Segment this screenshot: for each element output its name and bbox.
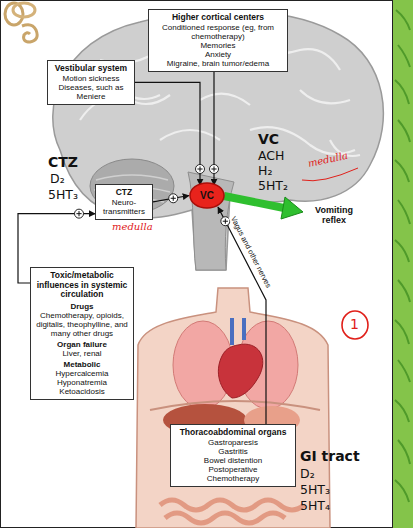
box-text: Gastritis: [175, 447, 291, 456]
box-text: Chemotherapy, opioids, digitalis, theoph…: [35, 311, 129, 338]
box-heading: Vestibular system: [52, 64, 130, 74]
box-heading: Thoracoabdominal organs: [175, 428, 291, 438]
receptor-label: 5HT₄: [300, 498, 330, 513]
center-circle: VC: [189, 182, 225, 209]
source-box: Thoracoabdominal organsGastroparesisGast…: [170, 424, 296, 487]
receptor-label: H₂: [258, 163, 272, 178]
canal: [13, 3, 35, 17]
plus-circle: [210, 165, 219, 174]
handwritten-note: medulla: [112, 221, 153, 232]
arrow-head: [281, 197, 303, 219]
plus-sign: [197, 166, 202, 171]
box-text: Drugs: [35, 302, 129, 311]
box-text: Metabolic: [35, 360, 129, 369]
plus-circle: [75, 209, 84, 218]
receptor-label: D₂: [50, 171, 65, 186]
process-box: CTZNeuro-transmitters: [95, 184, 153, 220]
receptor-heading: VC: [258, 132, 279, 147]
box-text: Anxiety: [153, 50, 283, 59]
plus-sign: [223, 219, 228, 224]
plus-symbol: [169, 194, 178, 203]
vessels: [232, 318, 244, 345]
box-heading: Higher cortical centers: [153, 13, 283, 23]
source-box: Higher cortical centersConditioned respo…: [148, 9, 288, 72]
receptor-heading: GI tract: [300, 449, 360, 464]
box-text: Gastroparesis: [175, 438, 291, 447]
torso: [136, 288, 330, 528]
box-text: Hypercalcemia Hyponatremia Ketoacidosis: [35, 369, 129, 396]
arrow-shaft: [224, 196, 284, 208]
plus-symbol: [196, 165, 205, 174]
box-text: Conditioned response (eg, from chemother…: [153, 23, 283, 41]
plus-symbol: [75, 209, 84, 218]
circle-fill: [190, 183, 224, 208]
plus-symbol: [210, 165, 219, 174]
box-text: Motion sickness: [52, 74, 130, 83]
box-text: Bowel distention: [175, 456, 291, 465]
box-heading: VC: [200, 190, 214, 201]
inner-ear: [5, 3, 37, 42]
receptor-label: D₂: [300, 466, 315, 481]
box-text: Organ failure: [35, 340, 129, 349]
connector-arrow: [135, 82, 200, 185]
green-border: [393, 0, 413, 528]
box-text: Diseases, such as Meniere: [52, 83, 130, 101]
box-text: Migraine, brain tumor/edema: [153, 59, 283, 68]
hand-circle: [342, 311, 368, 339]
source-box: Toxic/metabolic influences in systemic c…: [30, 267, 134, 400]
box-text: Postoperative: [175, 465, 291, 474]
receptor-heading: CTZ: [48, 155, 78, 170]
source-box: Vestibular systemMotion sicknessDiseases…: [47, 60, 135, 105]
box-text: Chemotherapy: [175, 474, 291, 483]
box-text: Memories: [153, 41, 283, 50]
brain: [53, 11, 384, 270]
box-text: Neuro-transmitters: [100, 198, 148, 216]
output-label: Vomiting reflex: [303, 205, 365, 225]
receptor-label: 5HT₃: [48, 187, 78, 202]
receptor-label: ACH: [258, 148, 284, 163]
page-frame: [1, 1, 393, 528]
plus-sign: [211, 166, 216, 171]
hand-stroke: [302, 168, 358, 181]
callout-number: 1: [350, 316, 359, 332]
plus-circle: [169, 194, 178, 203]
edge-label: Vagus and other nerves: [229, 214, 274, 290]
intestines: [160, 500, 304, 523]
box-heading: CTZ: [100, 188, 148, 198]
body-outline: [136, 288, 330, 528]
plus-sign: [171, 196, 176, 201]
cochlea: [22, 25, 37, 42]
brainstem: [188, 172, 234, 270]
receptor-label: 5HT₂: [258, 178, 288, 193]
receptor-label: 5HT₃: [300, 482, 330, 497]
cerebrum: [53, 11, 384, 270]
box-heading: Toxic/metabolic influences in systemic c…: [35, 271, 129, 300]
plus-circle: [196, 165, 205, 174]
leaf-pattern: [395, 10, 410, 502]
plus-sign: [76, 211, 81, 216]
box-text: Liver, renal: [35, 349, 129, 358]
heart: [218, 344, 262, 398]
